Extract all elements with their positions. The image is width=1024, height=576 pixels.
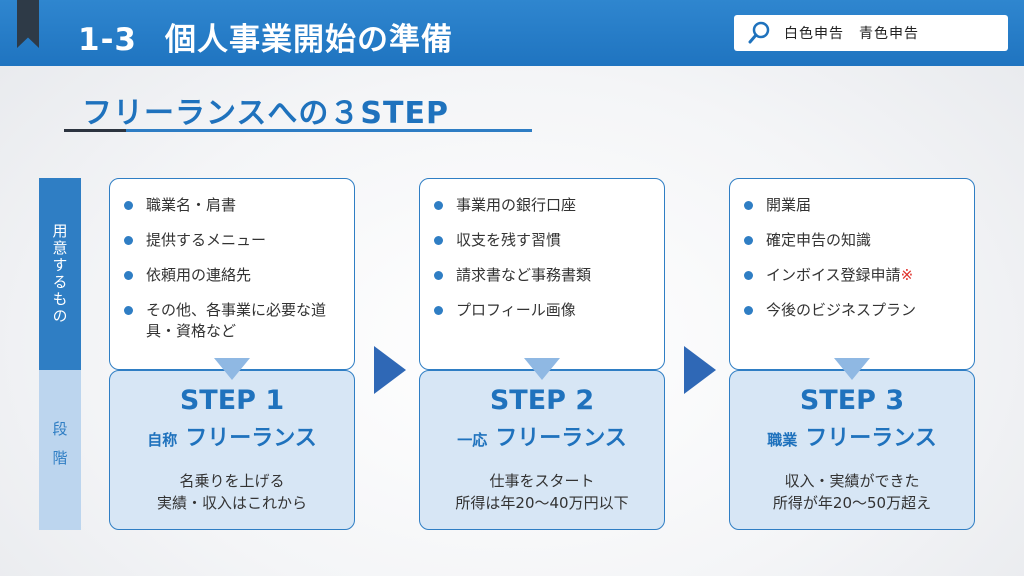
list-item: 提供するメニュー [124,230,344,251]
step3-sub-big: フリーランス [805,426,937,451]
search-box[interactable]: 白色申告 青色申告 [734,15,1008,51]
list-item: 今後のビジネスプラン [744,300,964,321]
arrow-right-icon [374,346,406,394]
step1-desc-line1: 名乗りを上げる [179,472,285,490]
step3-card: STEP 3 職業フリーランス 収入・実績ができた 所得が年20～50万超え [729,370,975,530]
step2-sub-small: 一応 [457,431,488,449]
step1-sub-small: 自称 [147,431,178,449]
step2-description: 仕事をスタート 所得は年20～40万円以下 [420,470,664,514]
step2-title: STEP 2 [489,385,595,416]
step2-items-card: 事業用の銀行口座 収支を残す習慣 請求書など事務書類 プロフィール画像 [419,178,665,370]
step2-subtitle: 一応フリーランス [420,420,664,452]
list-item: 職業名・肩書 [124,195,344,216]
step1-card: STEP 1 自称フリーランス 名乗りを上げる 実績・収入はこれから [109,370,355,530]
step2-sub-big: フリーランス [495,426,627,451]
step2-desc-line2: 所得は年20～40万円以下 [455,494,629,512]
search-icon [748,21,770,44]
side-label-stage-text: 段階 [50,421,69,479]
side-label-prepare: 用意するもの [39,178,81,370]
step2-desc-line1: 仕事をスタート [489,472,595,490]
step1-desc-line2: 実績・収入はこれから [156,494,307,512]
list-item: 確定申告の知識 [744,230,964,251]
list-item: 収支を残す習慣 [434,230,654,251]
step3-down-arrow-icon [834,358,870,380]
subtitle: フリーランスへの３STEP [82,96,449,131]
step3-item-list: 開業届 確定申告の知識 インボイス登録申請※ 今後のビジネスプラン [744,195,964,321]
step1-title: STEP 1 [179,385,285,416]
list-item: 依頼用の連絡先 [124,265,344,286]
bookmark-icon [17,0,39,48]
subtitle-underline [64,129,532,132]
step1-items-card: 職業名・肩書 提供するメニュー 依頼用の連絡先 その他、各事業に必要な道具・資格… [109,178,355,370]
side-label-prepare-text: 用意するもの [50,223,69,325]
arrow-right-icon [684,346,716,394]
step3-items-card: 開業届 確定申告の知識 インボイス登録申請※ 今後のビジネスプラン [729,178,975,370]
step3-subtitle: 職業フリーランス [730,420,974,452]
list-item: その他、各事業に必要な道具・資格など [124,300,344,342]
step1-subtitle: 自称フリーランス [110,420,354,452]
step1-sub-big: フリーランス [185,426,317,451]
step1-item-list: 職業名・肩書 提供するメニュー 依頼用の連絡先 その他、各事業に必要な道具・資格… [124,195,344,342]
list-item: 事業用の銀行口座 [434,195,654,216]
list-item: プロフィール画像 [434,300,654,321]
step1-description: 名乗りを上げる 実績・収入はこれから [110,470,354,514]
step3-desc-line2: 所得が年20～50万超え [772,494,932,512]
step2-card: STEP 2 一応フリーランス 仕事をスタート 所得は年20～40万円以下 [419,370,665,530]
list-item: インボイス登録申請※ [744,265,964,286]
title-text: 個人事業開始の準備 [165,22,454,58]
step2-item-list: 事業用の銀行口座 収支を残す習慣 請求書など事務書類 プロフィール画像 [434,195,654,321]
subtitle-underline-accent [64,129,126,132]
list-item: 開業届 [744,195,964,216]
page-title: 1-3 個人事業開始の準備 [78,14,453,59]
step2-down-arrow-icon [524,358,560,380]
section-number: 1-3 [78,22,138,58]
side-label-stage: 段階 [39,370,81,530]
step3-desc-line1: 収入・実績ができた [784,472,920,490]
step3-description: 収入・実績ができた 所得が年20～50万超え [730,470,974,514]
step3-title: STEP 3 [799,385,905,416]
note-mark: ※ [900,266,914,284]
step1-down-arrow-icon [214,358,250,380]
step3-sub-small: 職業 [767,431,798,449]
header-bar: 1-3 個人事業開始の準備 白色申告 青色申告 [0,0,1024,66]
search-text: 白色申告 青色申告 [784,26,919,42]
list-item: 請求書など事務書類 [434,265,654,286]
list-item-text: インボイス登録申請 [766,266,901,284]
